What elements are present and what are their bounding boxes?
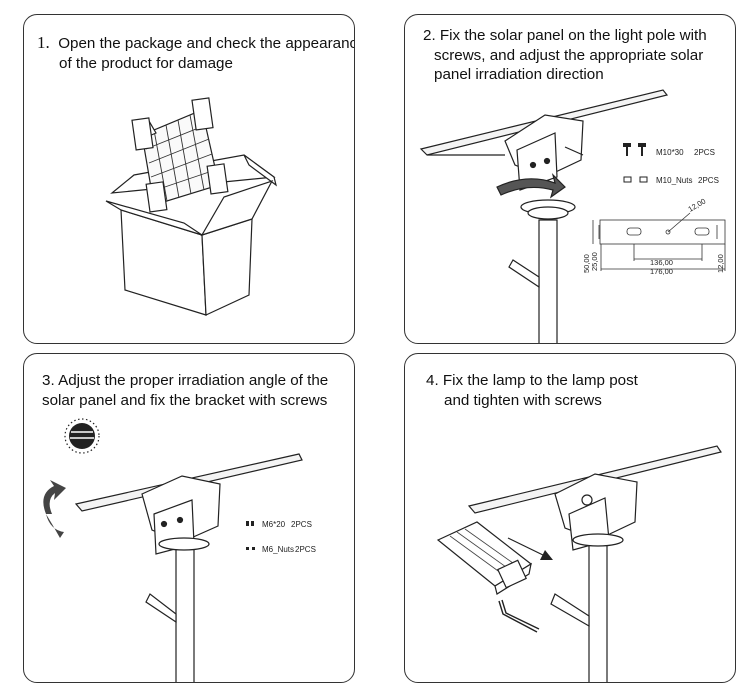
step-4-line-1: Fix the lamp to the lamp post: [442, 372, 638, 389]
step-3-line-1: Adjust the proper irradiation angle of t…: [58, 372, 329, 389]
step-1-line-2: of the product for damage: [59, 54, 233, 72]
lamp-mount-illustration: [436, 445, 722, 682]
part-m10-nut-qty: 2PCS: [698, 176, 719, 185]
dim-hole-spacing: 136,00: [650, 258, 673, 267]
step-1-panel: 1. Open the package and check the appear…: [23, 14, 355, 344]
dim-slot-width: 12,00: [716, 254, 725, 273]
step-2-line-3: panel irradiation direction: [434, 66, 604, 83]
allen-key-icon: [498, 599, 540, 633]
part-m10-screw-label: M10*30: [656, 148, 684, 157]
step-3-caption: 3. Adjust the proper irradiation angle o…: [42, 371, 328, 410]
step-4-number: 4.: [426, 372, 439, 389]
angle-adjust-illustration: M6*20 2PCS M6_Nuts 2PCS: [43, 418, 316, 682]
pole-mount-illustration: M10*30 2PCS M10_Nuts 2PCS 12,00 136,00: [419, 89, 726, 343]
step-2-number: 2.: [423, 27, 436, 44]
tilt-arrow-icon: [43, 480, 66, 514]
step-1-number: 1.: [37, 33, 50, 52]
step-3-number: 3.: [42, 372, 55, 389]
step-3-panel: 3. Adjust the proper irradiation angle o…: [23, 353, 355, 683]
step-2-line-2: screws, and adjust the appropriate solar: [434, 46, 704, 64]
part-m6-screw-qty: 2PCS: [291, 520, 312, 529]
step-4-line-2: and tighten with screws: [444, 391, 602, 409]
step-1-caption: 1. Open the package and check the appear…: [37, 33, 355, 73]
step-2-panel: 2. Fix the solar panel on the light pole…: [404, 14, 736, 344]
step-4-panel: 4. Fix the lamp to the lamp post and tig…: [404, 353, 736, 683]
m10-screw-icon: [623, 143, 646, 156]
part-m6-nut-qty: 2PCS: [295, 545, 316, 554]
part-m10-screw-qty: 2PCS: [694, 148, 715, 157]
step-2-caption: 2. Fix the solar panel on the light pole…: [423, 26, 707, 85]
m6-nut-icon: [246, 547, 255, 550]
part-m10-nut-label: M10_Nuts: [656, 176, 692, 185]
dim-hole-diameter: 12,00: [687, 197, 708, 214]
m10-nut-icon: [623, 176, 648, 183]
dim-half-height: 25,00: [590, 252, 599, 271]
bracket-dimension-drawing: [592, 212, 726, 271]
insert-arrow-icon: [507, 537, 553, 560]
dim-total-length: 176,00: [650, 267, 673, 276]
step-3-line-2: solar panel and fix the bracket with scr…: [42, 391, 328, 409]
part-m6-nut-label: M6_Nuts: [262, 545, 294, 554]
step-2-line-1: Fix the solar panel on the light pole wi…: [439, 27, 707, 44]
step-4-caption: 4. Fix the lamp to the lamp post and tig…: [426, 371, 638, 410]
sun-icon: [64, 418, 100, 454]
step-1-line-1: Open the package and check the appearanc…: [58, 35, 355, 52]
part-m6-screw-label: M6*20: [262, 520, 286, 529]
package-illustration: [105, 97, 277, 316]
m6-screw-icon: [246, 521, 254, 526]
dim-height: 50,00: [582, 254, 591, 273]
